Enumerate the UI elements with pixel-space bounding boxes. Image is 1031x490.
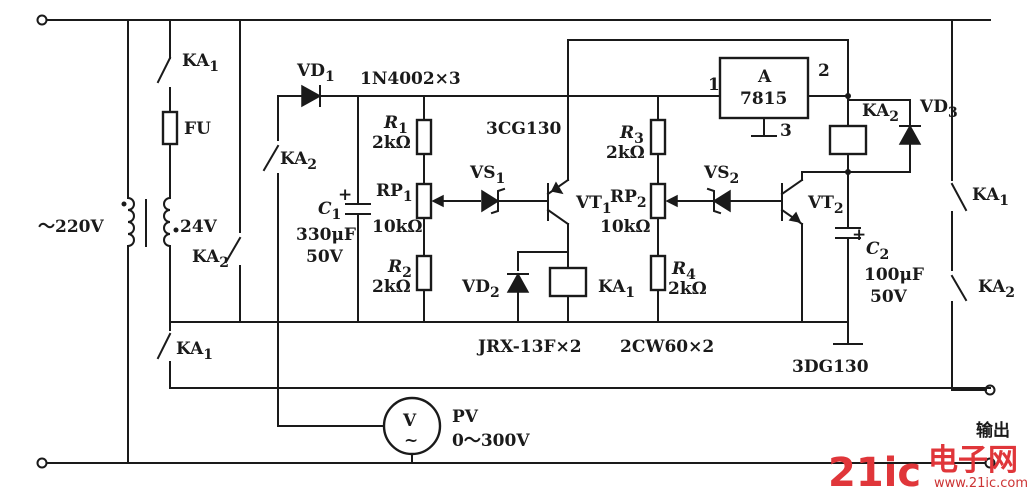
label-ka2-left: KA2: [192, 247, 229, 271]
label-output: 输出: [976, 420, 1010, 441]
vt2-emitter-arrow: [788, 211, 802, 224]
label-r3-val: 2kΩ: [606, 143, 645, 163]
label-ka1-coil: KA1: [598, 277, 635, 301]
junction-vt2: [845, 169, 851, 175]
c2-plus: +: [852, 225, 866, 245]
c1-plus: +: [338, 185, 352, 205]
junction-reg: [845, 93, 851, 99]
secondary-winding: [163, 196, 172, 248]
diode-vd1: [301, 84, 322, 108]
label-ka1-top: KA1: [182, 51, 219, 75]
label-vd1: VD1: [296, 61, 335, 85]
watermark-url: www.21ic.com: [934, 476, 1028, 490]
label-vt1: VT1: [575, 193, 612, 217]
label-ka2-relay: KA2: [862, 101, 899, 125]
watermark-dianziwang: 电子网: [928, 443, 1018, 478]
input-terminal-top[interactable]: [36, 14, 48, 26]
out-ka1-contact[interactable]: [950, 182, 968, 212]
diode-vd2: [506, 272, 530, 293]
label-r1-val: 2kΩ: [372, 133, 411, 153]
vt1-collector: [546, 208, 570, 226]
label-ka1-out: KA1: [972, 185, 1009, 209]
label-t1-part: 3CG130: [486, 119, 562, 139]
label-zener-part: 2CW60×2: [620, 337, 714, 357]
label-24v: 24V: [180, 217, 218, 237]
label-ka2-mid: KA2: [280, 149, 317, 173]
label-rp1-val: 10kΩ: [372, 217, 423, 237]
label-vd3: VD3: [919, 97, 958, 121]
label-vd2: VD2: [461, 277, 500, 301]
fuse-fu: [161, 110, 179, 146]
potentiometer-rp2[interactable]: [649, 182, 667, 220]
label-r2-val: 2kΩ: [372, 277, 411, 297]
ka1-bottom-contact[interactable]: [156, 332, 172, 360]
label-vt2: VT2: [807, 193, 844, 217]
resistor-r1: [415, 118, 433, 156]
label-ic-a: A: [757, 67, 772, 87]
resistor-r4: [649, 254, 667, 292]
resistor-r3: [649, 118, 667, 156]
diode-vd3: [898, 124, 922, 145]
label-rp2-val: 10kΩ: [600, 217, 651, 237]
label-c2-val1: 100μF: [864, 265, 924, 285]
label-pv-range: 0～300V: [452, 431, 530, 451]
meter-tilde: ~: [404, 431, 418, 451]
primary-winding: [126, 196, 135, 248]
label-ic-part: 7815: [740, 89, 787, 109]
label-vs2: VS2: [703, 163, 739, 187]
label-ka2-out: KA2: [978, 277, 1015, 301]
vt1-emitter-arrow: [550, 181, 564, 195]
rp2-wiper-arrow: [665, 194, 678, 208]
label-diode-part: 1N4002×3: [360, 69, 461, 89]
zener-vs1: [481, 189, 500, 213]
label-c2-val2: 50V: [870, 287, 908, 307]
ka2-left-contact[interactable]: [224, 236, 242, 264]
label-fu: FU: [184, 119, 211, 139]
rp1-wiper-arrow: [431, 194, 444, 208]
label-pin3: 3: [780, 121, 792, 141]
label-c1-val2: 50V: [306, 247, 344, 267]
zener-vs2: [712, 189, 731, 213]
output-terminal-bottom[interactable]: [984, 457, 996, 469]
label-r4-val: 2kΩ: [668, 279, 707, 299]
potentiometer-rp1[interactable]: [415, 182, 433, 220]
label-r3: R3: [619, 123, 644, 147]
label-ka1-bottom: KA1: [176, 339, 213, 363]
primary-dot: [121, 201, 127, 207]
zener-vs2-bar: [706, 187, 722, 215]
label-r2: R2: [387, 257, 412, 281]
input-terminal-bottom[interactable]: [36, 457, 48, 469]
resistor-r2: [415, 254, 433, 292]
label-relay-part: JRX-13F×2: [476, 337, 582, 357]
label-pv: PV: [452, 407, 479, 427]
ka2-mid-contact[interactable]: [262, 144, 280, 172]
relay-coil-ka1: [548, 266, 588, 298]
label-c1-val1: 330μF: [296, 225, 356, 245]
label-t2-part: 3DG130: [792, 357, 869, 377]
label-r4: R4: [671, 259, 696, 283]
secondary-dot: [173, 227, 179, 233]
regulator-7815: [718, 56, 810, 120]
label-pin1: 1: [708, 75, 720, 95]
label-r1: R1: [383, 113, 408, 137]
watermark-21ic: 21ic: [828, 450, 921, 490]
meter-v-symbol: V: [402, 411, 417, 431]
label-mains: ～220V: [38, 217, 104, 237]
label-vs1: VS1: [469, 163, 505, 187]
vt2-collector: [780, 178, 804, 196]
label-c1: C1: [318, 199, 341, 223]
ka1-top-contact[interactable]: [156, 56, 172, 84]
relay-coil-ka2: [828, 124, 868, 156]
label-rp2: RP2: [610, 187, 647, 211]
out-ka2-contact[interactable]: [950, 274, 968, 302]
label-c2: C2: [866, 239, 889, 263]
label-rp1: RP1: [376, 181, 413, 205]
label-pin2: 2: [818, 61, 830, 81]
